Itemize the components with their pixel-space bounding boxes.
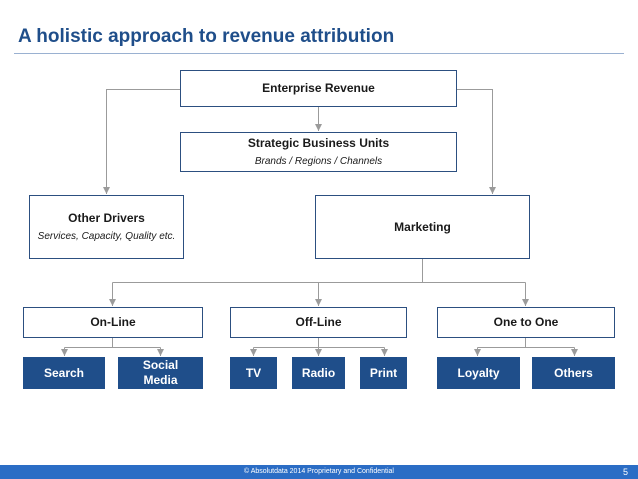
loyalty-label: Loyalty bbox=[457, 365, 500, 380]
enterprise-revenue-node: Enterprise Revenue bbox=[180, 70, 457, 107]
strategic-business-units-label: Strategic Business Units bbox=[247, 135, 390, 150]
marketing-node: Marketing bbox=[315, 195, 530, 259]
radio-label: Radio bbox=[301, 365, 336, 380]
search-node: Search bbox=[23, 357, 105, 389]
print-node: Print bbox=[360, 357, 407, 389]
connector-revenue-to-marketing bbox=[457, 89, 496, 194]
footer-copyright: © Absolutdata 2014 Proprietary and Confi… bbox=[244, 468, 394, 475]
tv-label: TV bbox=[245, 365, 262, 380]
other-drivers-sub: Services, Capacity, Quality etc. bbox=[37, 230, 176, 242]
tv-node: TV bbox=[230, 357, 277, 389]
enterprise-revenue-label: Enterprise Revenue bbox=[262, 81, 375, 95]
strategic-business-units-node: Strategic Business Units Brands / Region… bbox=[180, 132, 457, 172]
strategic-business-units-sub: Brands / Regions / Channels bbox=[254, 155, 383, 167]
title-divider bbox=[14, 53, 624, 54]
online-node: On-Line bbox=[23, 307, 203, 338]
one-to-one-label: One to One bbox=[493, 315, 559, 329]
social-media-label: Social Media bbox=[142, 358, 179, 387]
footer-bar: © Absolutdata 2014 Proprietary and Confi… bbox=[0, 465, 638, 479]
page-number: 5 bbox=[622, 467, 628, 477]
other-drivers-node: Other Drivers Services, Capacity, Qualit… bbox=[29, 195, 184, 259]
others-node: Others bbox=[532, 357, 615, 389]
offline-label: Off-Line bbox=[295, 315, 342, 329]
radio-node: Radio bbox=[292, 357, 345, 389]
search-label: Search bbox=[43, 365, 85, 380]
other-drivers-label: Other Drivers bbox=[68, 210, 145, 225]
online-label: On-Line bbox=[90, 315, 136, 329]
offline-node: Off-Line bbox=[230, 307, 407, 338]
marketing-label: Marketing bbox=[394, 219, 451, 234]
social-media-node: Social Media bbox=[118, 357, 203, 389]
print-label: Print bbox=[369, 365, 398, 380]
connector-revenue-to-other-drivers bbox=[103, 89, 180, 194]
others-label: Others bbox=[554, 365, 593, 380]
one-to-one-node: One to One bbox=[437, 307, 615, 338]
loyalty-node: Loyalty bbox=[437, 357, 520, 389]
page-title: A holistic approach to revenue attributi… bbox=[18, 26, 395, 47]
